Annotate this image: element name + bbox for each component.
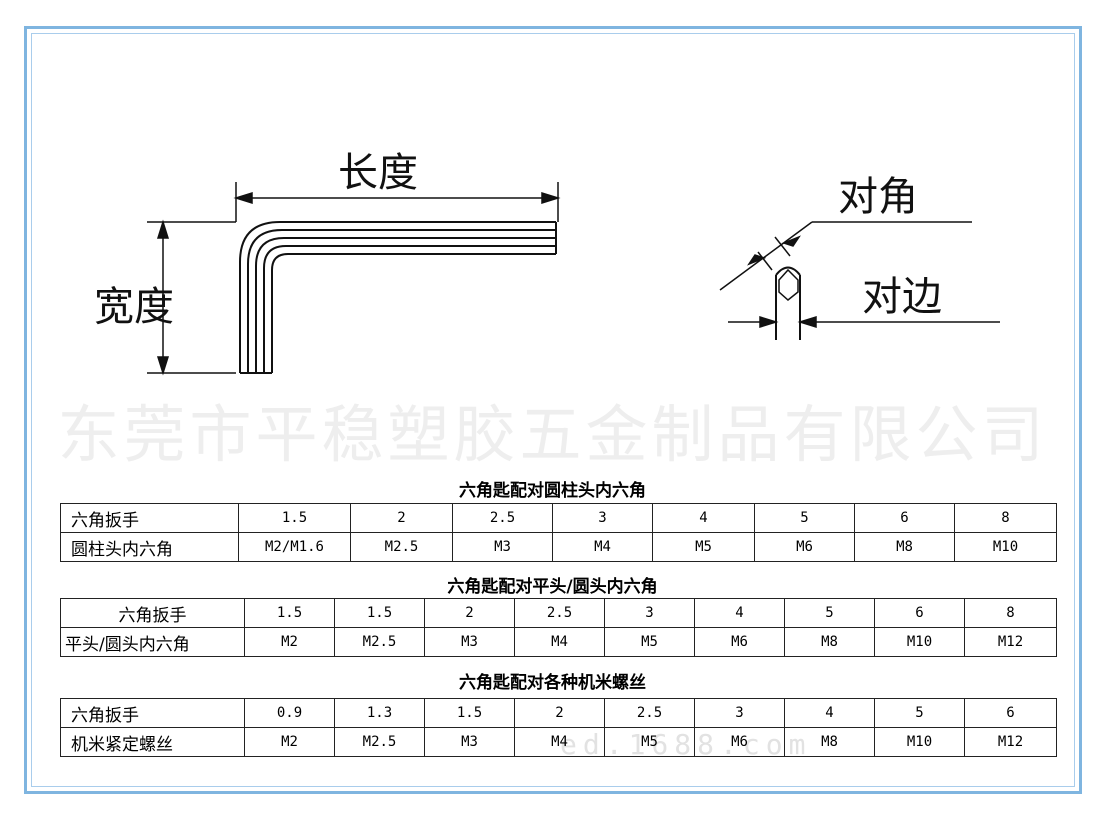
width-dimension (147, 219, 236, 376)
table-cell: 0.9 (244, 698, 335, 728)
hex-end-view (775, 266, 801, 340)
width-label: 宽度 (94, 284, 174, 330)
table-row: 六角扳手 1.5 2 2.5 3 4 5 6 8 (60, 503, 1057, 533)
table-cell: 4 (694, 598, 785, 628)
table-cell: 1.5 (424, 698, 515, 728)
table-cell: 3 (604, 598, 695, 628)
table-row: 机米紧定螺丝 M2 M2.5 M3 M4 M5 M6 M8 M10 M12 (60, 727, 1057, 757)
table-cell: 8 (964, 598, 1057, 628)
table-cell: 2 (514, 698, 605, 728)
table-cell: M5 (604, 627, 695, 657)
table-cell: M2.5 (334, 727, 425, 757)
table-cell: M2 (244, 627, 335, 657)
row-header-screw: 平头/圆头内六角 (60, 627, 245, 657)
table-cell: M8 (854, 532, 955, 562)
length-label: 长度 (338, 150, 418, 196)
table-cell: M6 (754, 532, 855, 562)
outer-frame (24, 26, 1082, 794)
across-flats-dimension (728, 315, 1000, 329)
table-cell: M3 (452, 532, 553, 562)
table-cell: M3 (424, 727, 515, 757)
table-row: 圆柱头内六角 M2/M1.6 M2.5 M3 M4 M5 M6 M8 M10 (60, 532, 1057, 562)
table-cell: 6 (874, 598, 965, 628)
across-flats-label: 对边 (862, 274, 942, 320)
table-cell: 1.3 (334, 698, 425, 728)
l-wrench-drawing (239, 221, 557, 374)
length-dimension (233, 182, 561, 222)
hex-key-diagram: 长度 宽度 对角 对边 (94, 150, 1000, 376)
across-corners-dimension (719, 221, 972, 291)
company-watermark: 东莞市平稳塑胶五金制品有限公司 (57, 398, 1048, 471)
table-cell: 2 (424, 598, 515, 628)
inner-frame (31, 33, 1075, 787)
table-cell: 2.5 (604, 698, 695, 728)
table-cell: M5 (652, 532, 755, 562)
table-cell: 4 (652, 503, 755, 533)
table-row: 六角扳手 1.5 1.5 2 2.5 3 4 5 6 8 (60, 598, 1057, 628)
table-cell: M2.5 (334, 627, 425, 657)
table2: 六角扳手 1.5 1.5 2 2.5 3 4 5 6 8 平头/圆头内六角 M2… (60, 598, 1057, 657)
table-row: 六角扳手 0.9 1.3 1.5 2 2.5 3 4 5 6 (60, 698, 1057, 728)
table-cell: 6 (964, 698, 1057, 728)
table-cell: 3 (552, 503, 653, 533)
row-header-screw: 圆柱头内六角 (60, 532, 239, 562)
table-cell: M4 (514, 727, 605, 757)
table-cell: 8 (954, 503, 1057, 533)
table2-title: 六角匙配对平头/圆头内六角 (447, 577, 658, 597)
table-cell: M2.5 (350, 532, 453, 562)
table-cell: 2.5 (514, 598, 605, 628)
table-cell: M6 (694, 627, 785, 657)
table-cell: 5 (784, 598, 875, 628)
row-header-screw: 机米紧定螺丝 (60, 727, 245, 757)
table-cell: 1.5 (334, 598, 425, 628)
table-cell: 4 (784, 698, 875, 728)
table-cell: 2 (350, 503, 453, 533)
table1: 六角扳手 1.5 2 2.5 3 4 5 6 8 圆柱头内六角 M2/M1.6 … (60, 503, 1057, 562)
table-cell: M8 (784, 727, 875, 757)
table-cell: 3 (694, 698, 785, 728)
row-header-wrench: 六角扳手 (60, 503, 239, 533)
table-cell: M12 (964, 727, 1057, 757)
table3-title: 六角匙配对各种机米螺丝 (459, 673, 646, 693)
table-cell: 1.5 (244, 598, 335, 628)
row-header-wrench: 六角扳手 (60, 698, 245, 728)
table-cell: 1.5 (238, 503, 351, 533)
table-cell: M5 (604, 727, 695, 757)
table-cell: M6 (694, 727, 785, 757)
table-cell: 5 (754, 503, 855, 533)
across-corners-label: 对角 (838, 174, 918, 220)
table-cell: M2 (244, 727, 335, 757)
table-cell: M10 (874, 627, 965, 657)
table1-title: 六角匙配对圆柱头内六角 (459, 481, 646, 501)
table-cell: M12 (964, 627, 1057, 657)
table-row: 平头/圆头内六角 M2 M2.5 M3 M4 M5 M6 M8 M10 M12 (60, 627, 1057, 657)
row-header-wrench: 六角扳手 (60, 598, 245, 628)
table-cell: M3 (424, 627, 515, 657)
table-cell: 6 (854, 503, 955, 533)
table-cell: M2/M1.6 (238, 532, 351, 562)
table-cell: 5 (874, 698, 965, 728)
table-cell: M4 (514, 627, 605, 657)
table-cell: M10 (874, 727, 965, 757)
table-cell: M4 (552, 532, 653, 562)
table3: 六角扳手 0.9 1.3 1.5 2 2.5 3 4 5 6 机米紧定螺丝 M2… (60, 698, 1057, 757)
table-cell: 2.5 (452, 503, 553, 533)
table-cell: M10 (954, 532, 1057, 562)
table-cell: M8 (784, 627, 875, 657)
